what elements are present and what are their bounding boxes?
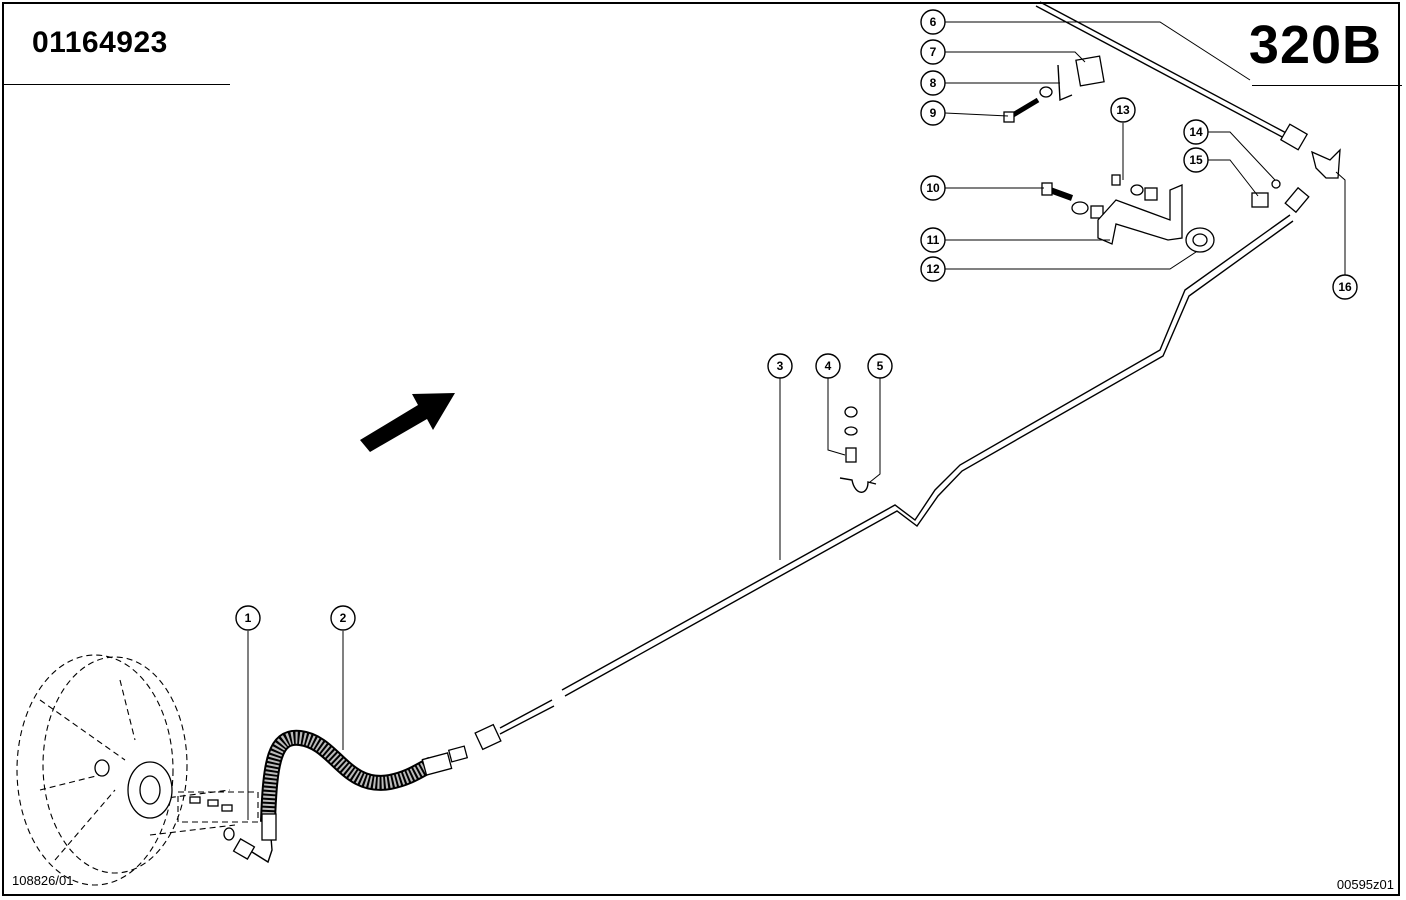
drawing-code-left: 108826/01 (12, 873, 74, 888)
part-number-underline (2, 84, 230, 85)
callout-3: 3 (767, 353, 793, 379)
model-underline (1252, 85, 1402, 86)
direction-arrow (360, 393, 455, 452)
part-number: 01164923 (32, 26, 168, 59)
callout-2: 2 (330, 605, 356, 631)
callout-6: 6 (920, 9, 946, 35)
svg-text:6: 6 (930, 15, 937, 29)
svg-text:3: 3 (777, 359, 784, 373)
svg-text:13: 13 (1116, 103, 1130, 117)
callout-8: 8 (920, 70, 946, 96)
svg-text:1: 1 (245, 611, 252, 625)
elbow-connector (1251, 148, 1341, 208)
mounting-bracket (1041, 174, 1215, 253)
main-pipe (499, 186, 1310, 735)
svg-text:2: 2 (340, 611, 347, 625)
callout-11: 11 (920, 227, 946, 253)
braided-hose (260, 729, 469, 841)
svg-text:8: 8 (930, 76, 937, 90)
callout-9: 9 (920, 100, 946, 126)
callout-16: 16 (1332, 274, 1358, 300)
callout-12: 12 (920, 256, 946, 282)
svg-text:10: 10 (926, 181, 940, 195)
fan-wheel (16, 654, 259, 886)
svg-text:9: 9 (930, 106, 937, 120)
svg-text:11: 11 (927, 233, 940, 247)
callout-14: 14 (1183, 119, 1209, 145)
svg-text:12: 12 (926, 262, 940, 276)
o-ring (223, 827, 235, 841)
callout-4: 4 (815, 353, 841, 379)
callout-1: 1 (235, 605, 261, 631)
svg-text:4: 4 (825, 359, 832, 373)
callout-7: 7 (920, 39, 946, 65)
svg-text:15: 15 (1189, 153, 1203, 167)
svg-text:7: 7 (930, 45, 937, 59)
callout-10: 10 (920, 175, 946, 201)
drawing-code-right: 00595z01 (1336, 877, 1394, 892)
svg-text:5: 5 (877, 359, 884, 373)
model-number: 320B (1248, 15, 1382, 75)
svg-text:16: 16 (1338, 280, 1352, 294)
pipe-nut (474, 723, 502, 751)
svg-text:14: 14 (1189, 125, 1203, 139)
callout-5: 5 (867, 353, 893, 379)
pipe-clamp-hardware (839, 406, 877, 493)
callout-15: 15 (1183, 147, 1209, 173)
upper-pipe (1035, 1, 1309, 151)
callout-13: 13 (1110, 97, 1136, 123)
clamp-block (1003, 55, 1105, 123)
